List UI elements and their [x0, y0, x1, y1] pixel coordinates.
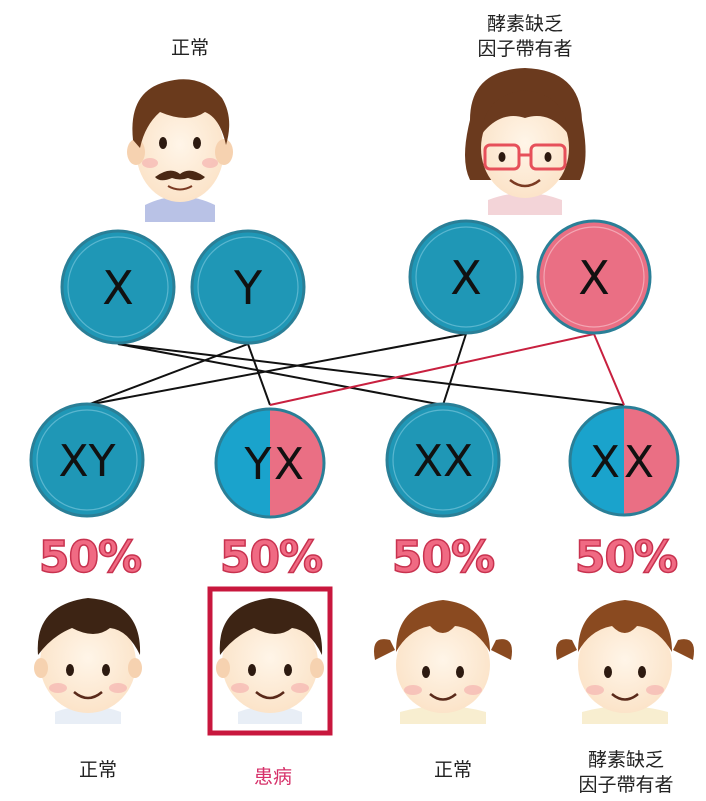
child-2-percent: 50% [392, 532, 494, 583]
mother-label: 酵素缺乏 因子帶有者 [460, 12, 590, 62]
child-3-genotype-right: X [624, 437, 654, 488]
inheritance-lines [86, 333, 625, 406]
child-2-label-line-1: 正常 [433, 759, 472, 781]
line-father-y-to-child-1 [247, 343, 271, 406]
child-3-percent: 50% [575, 532, 677, 583]
child-0-label: 正常 [38, 758, 158, 783]
affected-highlight-box [207, 586, 333, 736]
mother-icon [465, 68, 586, 215]
line-mother-carrier-to-child-1 [269, 333, 595, 406]
mother-chromosome-x-text: X [450, 251, 482, 305]
child-1-percent: 50% [220, 532, 322, 583]
child-2-label: 正常 [393, 758, 513, 783]
child-1-label-line-1: 患病 [253, 766, 292, 788]
child-chromosome-xy: XY [29, 402, 145, 518]
father-chromosome-x: X [60, 229, 176, 345]
father-chromosome-y: Y [190, 229, 306, 345]
line-father-y-to-child-0 [86, 343, 249, 406]
mother-label-line-2: 因子帶有者 [477, 38, 573, 60]
mother-label-line-1: 酵素缺乏 [486, 13, 563, 35]
child-0-label-line-1: 正常 [78, 759, 117, 781]
child-chromosome-xx: XX [385, 402, 501, 518]
line-mother-x-to-child-0 [86, 333, 467, 406]
child-0-percent: 50% [39, 532, 141, 583]
child-1-genotype-left: Y [244, 439, 272, 490]
line-father-x-to-child-2 [117, 343, 444, 406]
line-mother-x-to-child-2 [442, 333, 467, 406]
child-3-label: 酵素缺乏 因子帶有者 [566, 748, 686, 798]
child-3-label-line-2: 因子帶有者 [578, 774, 674, 796]
child-1-genotype-right: X [274, 439, 304, 490]
child-chromosome-xx-carrier: X X [568, 405, 680, 517]
father-chromosome-y-text: Y [233, 261, 263, 315]
child-3-label-line-1: 酵素缺乏 [587, 749, 664, 771]
child-0-genotype: XY [58, 436, 115, 487]
line-mother-carrier-to-child-3 [593, 333, 625, 406]
girl-icon [556, 600, 694, 724]
mother-chromosome-x-carrier: X [536, 219, 652, 335]
mother-chromosome-x: X [408, 219, 524, 335]
father-label-line-1: 正常 [170, 37, 209, 59]
child-chromosome-yx: Y X [214, 407, 326, 519]
child-1-label: 患病 [213, 765, 333, 790]
father-label: 正常 [130, 36, 250, 61]
child-2-genotype: XX [413, 436, 473, 487]
boy-icon [34, 598, 142, 724]
line-father-x-to-child-3 [117, 343, 625, 406]
mother-chromosome-x-carrier-text: X [578, 251, 610, 305]
father-chromosome-x-text: X [102, 261, 134, 315]
boy-icon [216, 598, 324, 724]
child-3-genotype-left: X [590, 437, 620, 488]
girl-icon [374, 600, 512, 724]
father-icon [127, 79, 233, 222]
